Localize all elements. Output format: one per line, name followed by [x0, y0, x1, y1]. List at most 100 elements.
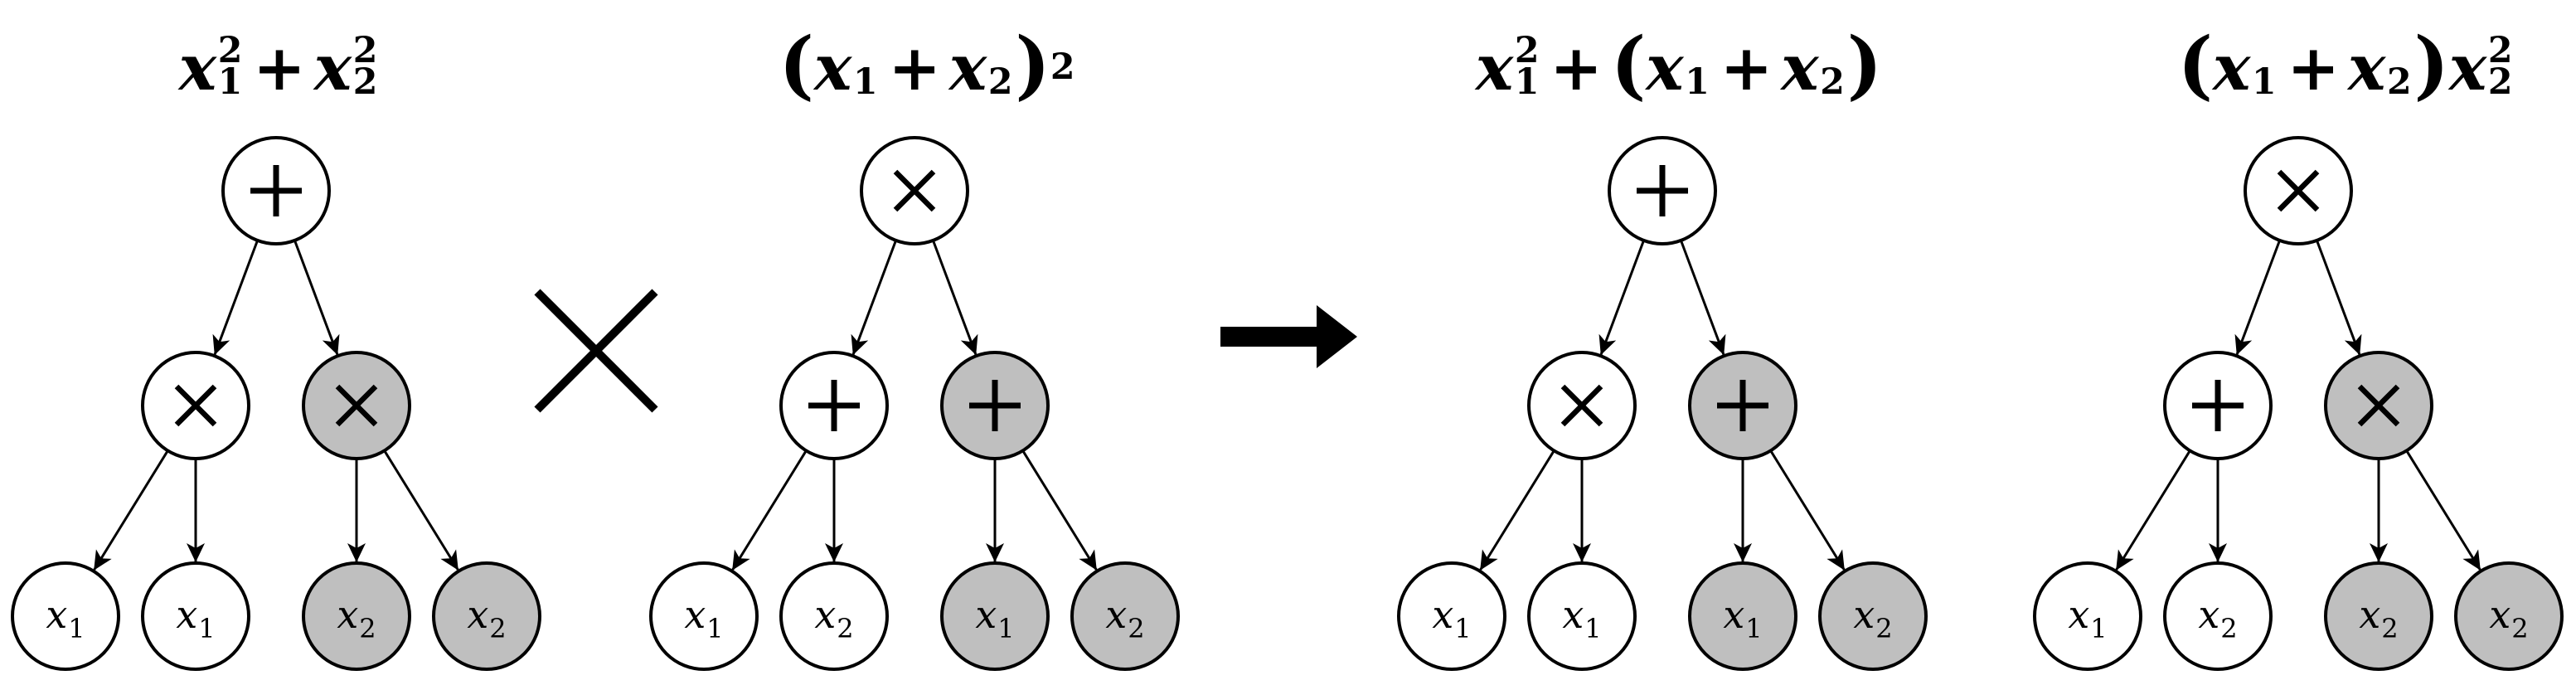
- leaf-node-1: [11, 561, 120, 671]
- title-scripts: 1: [851, 42, 880, 100]
- title-variable: x: [2448, 30, 2487, 104]
- leaf-node-4: [1070, 561, 1180, 671]
- operator-left-times-icon: [1560, 384, 1603, 427]
- title-paren: (: [779, 22, 814, 109]
- leaf-node-4: [1818, 561, 1928, 671]
- title-scripts: 2: [1819, 42, 1847, 100]
- operator-left-plus-icon: [2192, 380, 2244, 431]
- title-variable: x: [813, 30, 852, 104]
- title-paren: (: [1610, 22, 1647, 109]
- leaf-node-3: [2324, 561, 2433, 671]
- edge-rightop-to-leaf-4: [1021, 450, 1098, 571]
- leaf-node-1: [649, 561, 759, 671]
- title-subscript: 2: [2487, 61, 2513, 103]
- leaf-node-1: [2033, 561, 2142, 671]
- title-subscript: 1: [1685, 61, 1710, 103]
- operator-left-times-icon: [174, 384, 217, 427]
- title-subscript: 2: [987, 61, 1013, 103]
- title-paren: (: [2177, 22, 2214, 109]
- title-variable: x: [948, 30, 987, 104]
- edge-root-to-right-op: [932, 240, 978, 356]
- leaf-node-2: [141, 561, 250, 671]
- leaf-label-1: x1: [2068, 592, 2107, 644]
- title-variable: x: [2347, 30, 2386, 104]
- edge-leftop-to-leaf-1: [1479, 450, 1555, 571]
- title-operator: +: [1550, 30, 1603, 104]
- root-times-icon: [2277, 169, 2320, 212]
- title-operator: +: [1720, 30, 1773, 104]
- leaf-node-2: [1527, 561, 1637, 671]
- title-variable: x: [313, 30, 352, 104]
- title-scripts: 1: [1684, 42, 1712, 100]
- leaf-node-3: [940, 561, 1050, 671]
- title-superscript: 2: [1514, 29, 1540, 71]
- edge-root-to-left-op: [2234, 240, 2281, 356]
- root-plus-icon: [1637, 165, 1688, 216]
- title-subscript: 2: [2386, 61, 2412, 103]
- leaf-node-2: [2163, 561, 2273, 671]
- title-paren: ): [1015, 22, 1050, 109]
- edge-leftop-to-leaf-1: [731, 450, 808, 571]
- edge-root-to-right-op: [1680, 240, 1726, 356]
- title-scripts: 2: [2385, 42, 2413, 100]
- root-plus-icon: [250, 165, 302, 216]
- edge-root-to-right-op: [293, 240, 340, 356]
- title-variable: x: [1646, 30, 1684, 104]
- title-subscript: 1: [1514, 61, 1540, 103]
- leaf-label-2: x2: [2198, 592, 2237, 644]
- leaf-node-3: [302, 561, 411, 671]
- title-superscript: 2: [352, 29, 378, 71]
- edge-root-to-left-op: [1598, 240, 1645, 356]
- edge-rightop-to-leaf-4: [2405, 450, 2481, 571]
- title-operator: +: [888, 30, 942, 104]
- title-variable: x: [2213, 30, 2251, 104]
- operator-right-plus-icon: [1717, 380, 1768, 431]
- leaf-node-3: [1688, 561, 1797, 671]
- title-superscript: 2: [217, 29, 243, 71]
- title-subscript: 1: [2252, 61, 2277, 103]
- title-superscript: 2: [2487, 29, 2513, 71]
- edge-rightop-to-leaf-4: [1769, 450, 1846, 571]
- crossover-times-icon: [534, 289, 658, 413]
- leaf-node-4: [2454, 561, 2564, 671]
- edge-root-to-left-op: [212, 240, 259, 356]
- edge-leftop-to-leaf-1: [93, 450, 169, 571]
- title-operator: +: [2287, 30, 2341, 104]
- title-subscript: 2: [1820, 61, 1845, 103]
- operator-right-times-icon: [335, 384, 378, 427]
- leaf-node-2: [779, 561, 889, 671]
- operator-left-plus-icon: [808, 380, 860, 431]
- title-scripts: 1: [2250, 42, 2278, 100]
- title-scripts: 2: [987, 42, 1015, 100]
- title-superscript: 2: [1050, 46, 1075, 88]
- title-paren: ): [2413, 22, 2449, 109]
- produces-arrow-icon: [1220, 305, 1357, 368]
- leaf-node-1: [1397, 561, 1506, 671]
- edge-rightop-to-leaf-4: [383, 450, 459, 571]
- leaf-label-4: x2: [2489, 592, 2528, 644]
- leaf-label-4: x2: [1105, 592, 1144, 644]
- title-subscript: 2: [352, 61, 378, 103]
- title-operator: +: [253, 30, 306, 104]
- edge-root-to-right-op: [2316, 240, 2362, 356]
- title-subscript: 1: [852, 61, 878, 103]
- root-times-icon: [893, 169, 936, 212]
- operator-right-plus-icon: [969, 380, 1021, 431]
- edge-leftop-to-leaf-1: [2115, 450, 2191, 571]
- title-variable: x: [1781, 30, 1819, 104]
- leaf-label-2: x2: [814, 592, 853, 644]
- title-paren: ): [1846, 22, 1883, 109]
- edge-root-to-left-op: [851, 240, 897, 356]
